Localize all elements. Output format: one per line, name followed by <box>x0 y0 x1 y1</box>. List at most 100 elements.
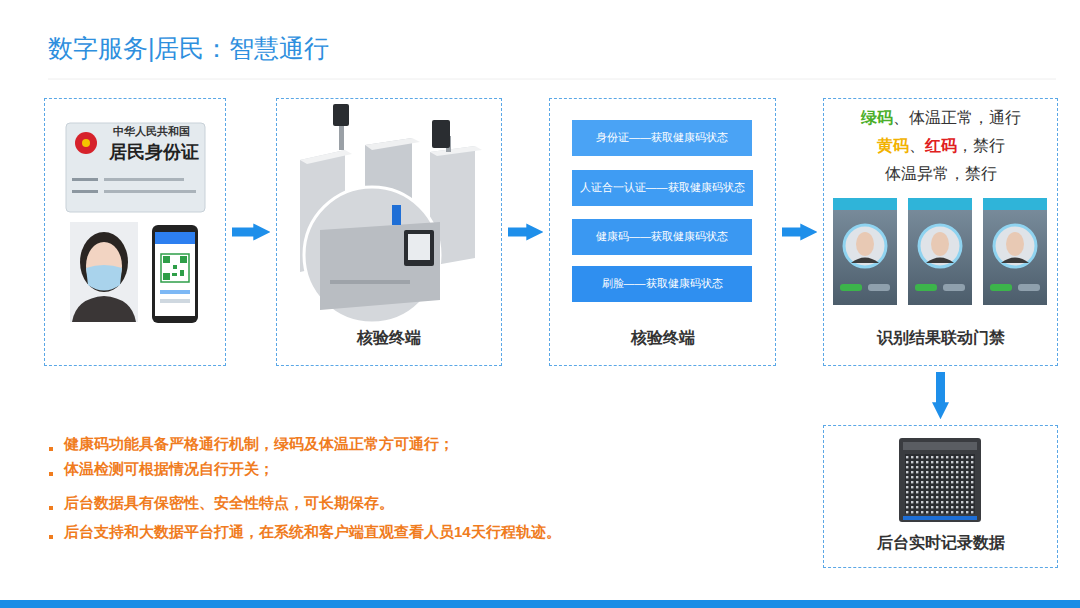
note-holder: 后台数据具有保密性、安全性特点，可长期保存。 <box>64 494 394 513</box>
node-text: 、体温正常，通行 <box>893 108 1021 128</box>
node-text: ，禁行 <box>957 136 1005 156</box>
node-text: 、 <box>909 136 925 156</box>
illustration-part <box>300 150 352 164</box>
illustration-part <box>844 225 886 267</box>
illustration-part <box>104 178 184 181</box>
illustration-part <box>365 138 420 150</box>
illustration-part <box>404 230 434 266</box>
node-text: 核验终端 <box>631 328 695 348</box>
note-text: 体温检测可根据情况自行开关； <box>64 460 274 479</box>
note-bullets <box>49 447 53 539</box>
face-photo <box>70 222 138 322</box>
turnstile <box>300 104 482 323</box>
note-holder: 后台支持和大数据平台打通，在系统和客户端直观查看人员14天行程轨迹。 <box>64 523 561 542</box>
node-text: 识别结果联动门禁 <box>877 328 1005 348</box>
illustration-part <box>408 234 430 260</box>
illustration-part <box>833 198 897 305</box>
illustration-part <box>72 190 98 193</box>
illustration-part <box>856 232 874 256</box>
illustration-part <box>320 222 440 310</box>
illustration-part <box>172 273 177 276</box>
illustration-part <box>72 296 136 322</box>
node-text: 黄码 <box>877 136 909 156</box>
terminal-box: 核验终端 <box>276 98 502 366</box>
illustration-part <box>1018 284 1040 291</box>
illustration-part <box>851 258 879 264</box>
illustration-part <box>49 472 53 476</box>
method-bar: 人证合一认证——获取健康码状态 <box>572 170 753 206</box>
illustration-part <box>173 265 177 269</box>
note-holder: 体温检测可根据情况自行开关； <box>64 460 274 479</box>
method-bar: 身份证——获取健康码状态 <box>572 120 752 156</box>
result-box: 绿码、体温正常，通行黄码、红码，禁行体温异常，禁行识别结果联动门禁 <box>823 98 1058 366</box>
node-text: 红码 <box>925 136 957 156</box>
illustration-part <box>86 265 122 291</box>
illustration-part <box>840 284 862 291</box>
method-bar: 刷脸——获取健康码状态 <box>572 266 752 302</box>
node-text: 核验终端 <box>357 328 421 348</box>
illustration-part <box>908 198 972 305</box>
node-text: 体温异常，禁行 <box>885 164 997 184</box>
illustration-part <box>868 284 890 291</box>
illustration-part <box>104 190 196 193</box>
illustration-part <box>903 516 977 520</box>
result-screens <box>833 198 1047 305</box>
illustration-part <box>70 222 138 322</box>
bar-text: 刷脸——获取健康码状态 <box>602 277 723 291</box>
illustration-part <box>72 178 98 181</box>
illustration-part <box>915 284 937 291</box>
title-holder: 数字服务|居民：智慧通行 <box>48 33 330 64</box>
illustration-part <box>86 242 122 290</box>
illustration-part <box>899 438 981 522</box>
flow-arrow <box>782 228 802 237</box>
illustration-part <box>994 225 1036 267</box>
title-rule <box>48 79 1056 80</box>
backend-box: 后台实时记录数据 <box>823 425 1058 568</box>
illustration-part <box>152 225 198 323</box>
illustration-part <box>432 120 450 148</box>
input-box: 中华人民共和国居民身份证 <box>44 98 226 366</box>
illustration-part <box>160 290 190 294</box>
bottom-bar <box>0 600 1080 608</box>
illustration-part <box>75 132 97 154</box>
node-text: 居民身份证 <box>109 141 199 164</box>
illustration-part <box>82 139 90 147</box>
illustration-part <box>983 198 1047 210</box>
illustration-part <box>180 256 187 263</box>
illustration-part <box>943 284 965 291</box>
node-text: 后台实时记录数据 <box>877 533 1005 553</box>
note-text: 健康码功能具备严格通行机制，绿码及体温正常方可通行； <box>64 435 454 454</box>
illustration-part <box>80 232 128 292</box>
node-text: 中华人民共和国 <box>113 125 190 139</box>
illustration-part <box>333 104 349 126</box>
server <box>899 438 981 522</box>
illustration-part <box>833 198 897 210</box>
illustration-part <box>908 198 972 210</box>
method-bar: 健康码——获取健康码状态 <box>572 219 752 255</box>
illustration-part <box>163 256 170 263</box>
illustration-part <box>983 198 1047 305</box>
illustration-part <box>163 273 170 280</box>
note-holder: 健康码功能具备严格通行机制，绿码及体温正常方可通行； <box>64 435 454 454</box>
illustration-part <box>180 270 184 276</box>
illustration-part <box>1001 258 1029 264</box>
note-text: 后台数据具有保密性、安全性特点，可长期保存。 <box>64 494 394 513</box>
illustration-part <box>926 258 954 264</box>
illustration-part <box>330 280 410 284</box>
bar-text: 身份证——获取健康码状态 <box>596 131 728 145</box>
illustration-part <box>304 187 440 323</box>
flow-arrow <box>232 228 255 237</box>
note-text: 后台支持和大数据平台打通，在系统和客户端直观查看人员14天行程轨迹。 <box>64 523 561 542</box>
illustration-part <box>155 232 195 316</box>
terminal-box: 核验终端 身份证——获取健康码状态人证合一认证——获取健康码状态健康码——获取健康… <box>549 98 776 366</box>
illustration-part <box>1006 232 1024 256</box>
illustration-part <box>919 225 961 267</box>
flow-arrow <box>936 372 945 404</box>
illustration-part <box>161 254 189 282</box>
illustration-part <box>160 299 190 303</box>
flow-arrow <box>508 228 528 237</box>
illustration-part <box>66 123 205 212</box>
